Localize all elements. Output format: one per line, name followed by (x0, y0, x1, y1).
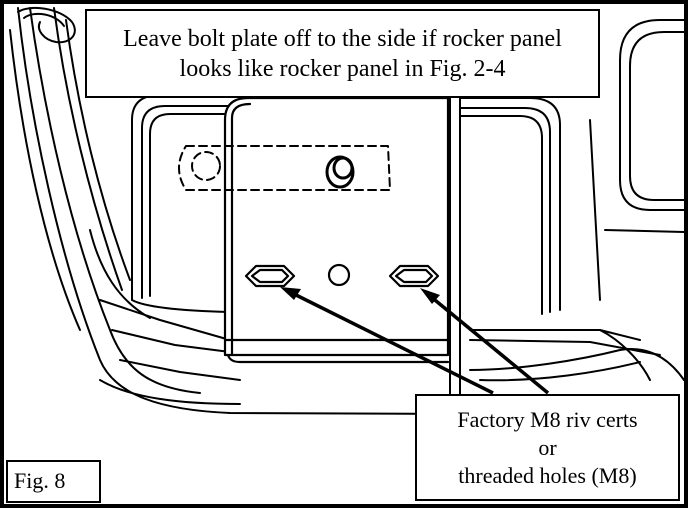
left-mount-pocket (131, 94, 236, 313)
right-side-opening (589, 19, 685, 301)
hole-note-line-3: threaded holes (M8) (458, 462, 637, 488)
hole-note-line-1: Factory M8 riv certs (457, 406, 638, 432)
mounting-holes (244, 263, 440, 288)
hidden-bolt-plate-outline (178, 145, 391, 191)
corner-loop (17, 6, 76, 44)
hole-callout-note: Factory M8 riv certs or threaded holes (… (415, 394, 680, 501)
center-seam (449, 95, 461, 441)
hole-note-line-2: or (538, 434, 557, 460)
right-mount-pocket (459, 97, 661, 356)
bottom-right-contour (469, 329, 685, 382)
rocker-panel-left-contour (9, 7, 471, 415)
leader-arrows (280, 287, 550, 395)
stud (325, 155, 355, 189)
top-note-line-2: looks like rocker panel in Fig. 2-4 (179, 55, 506, 82)
bolt-plate (223, 96, 450, 364)
figure-label: Fig. 8 (6, 460, 101, 503)
top-note-line-1: Leave bolt plate off to the side if rock… (123, 25, 562, 52)
top-instruction-note: Leave bolt plate off to the side if rock… (85, 9, 600, 98)
